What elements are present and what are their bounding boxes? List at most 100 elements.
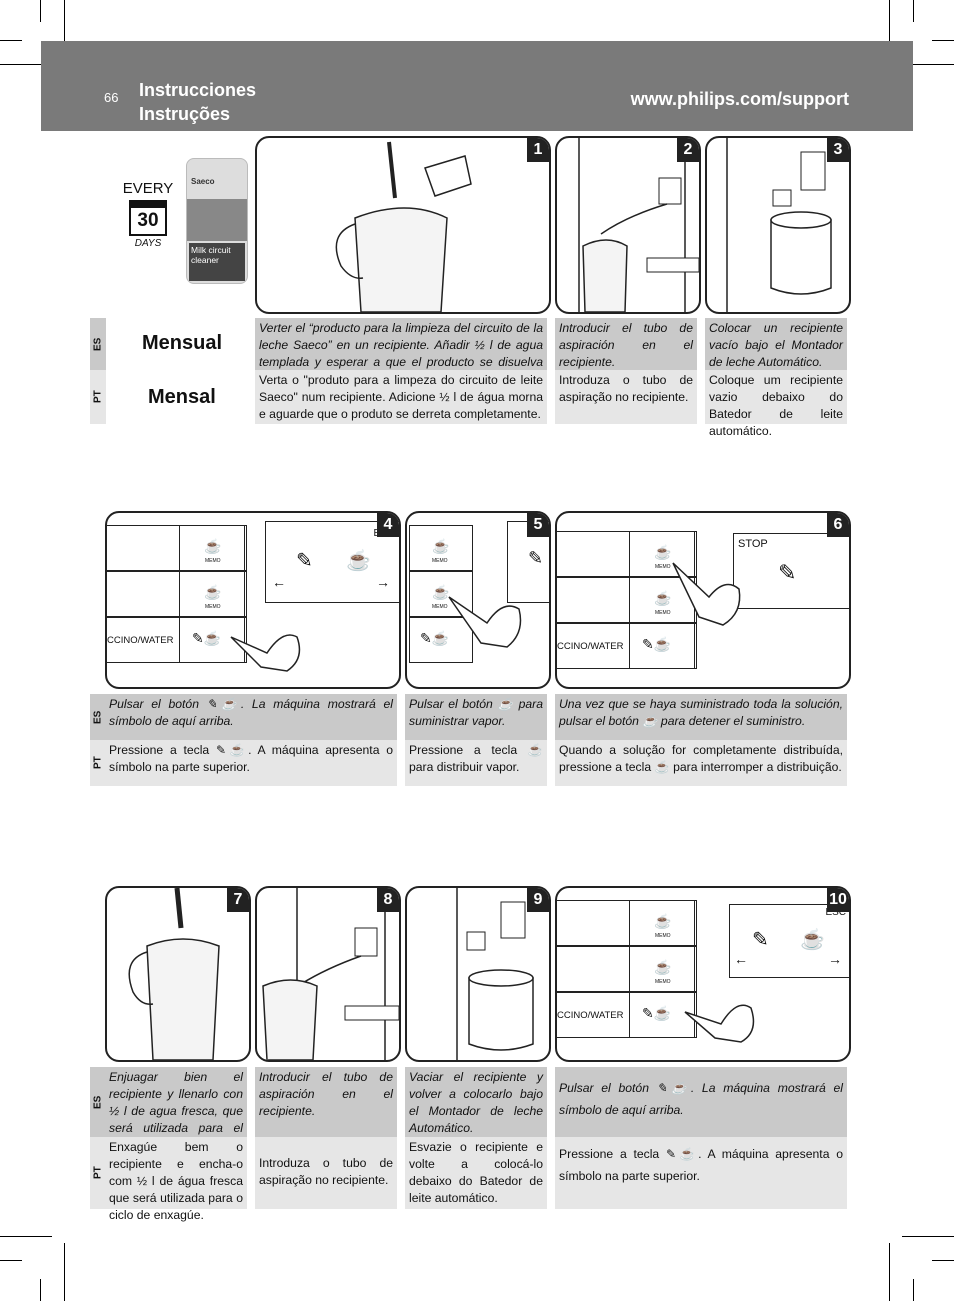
clean-icon: ✎ [296, 550, 313, 572]
container-under-frother-illustration [726, 138, 832, 312]
coffee-memo-button: ☕ MEMO [629, 946, 695, 992]
hand-pressing-icon [230, 634, 301, 672]
step-number: 4 [377, 513, 399, 537]
cleaning-button: ✎☕ [629, 623, 695, 669]
arrow-left-icon: ← [734, 951, 748, 967]
crop-mark [64, 0, 65, 58]
step-8-pt: Introduza o tubo de aspiração no recipie… [255, 1137, 397, 1209]
suction-tube-illustration [262, 888, 399, 1060]
container-under-frother-illustration [456, 888, 534, 1060]
cleaner-product-box: Saeco Milk circuit cleaner [186, 158, 248, 284]
cup-icon: ☕ [654, 590, 672, 606]
coffee-memo-button: ☕ MEMO [409, 525, 473, 571]
step-6-es: Una vez que se haya suministrado toda la… [555, 694, 847, 740]
step-number: 5 [527, 513, 549, 537]
display-screen: STOP ✎ [733, 533, 849, 609]
step-3-pt: Coloque um recipiente vazio debaixo do B… [705, 370, 847, 438]
clean-cup-icon: ✎☕ [656, 1081, 691, 1095]
crop-mark [64, 1243, 65, 1301]
support-url[interactable]: www.philips.com/support [630, 89, 849, 109]
cup-icon: ☕ [204, 538, 222, 554]
step-10-es: Pulsar el botón ✎☕. La máquina mostrará … [555, 1067, 847, 1137]
filling-jug-illustration [128, 888, 220, 1060]
crop-mark [913, 1279, 914, 1301]
step-5-es: Pulsar el botón ☕ para suministrar vapor… [405, 694, 547, 740]
display-screen: ESC ✎ ☕ ← → [729, 904, 849, 978]
step-10-pt: Pressione a tecla ✎☕. A máquina apresent… [555, 1137, 847, 1209]
crop-mark [902, 1236, 954, 1237]
cup-icon: ☕ [654, 959, 672, 975]
step-7-pt: Enxagúe bem o recipiente e encha-o com ½… [105, 1137, 247, 1222]
cup-memo-icon: ☕ [654, 760, 670, 774]
clean-cup-icon: ✎☕ [206, 697, 241, 711]
cup-icon: ☕ [654, 913, 672, 929]
crop-mark [889, 0, 890, 58]
hand-pressing-icon [684, 1004, 755, 1043]
title-es: Instrucciones [139, 80, 257, 100]
hand-pressing-icon [448, 596, 522, 648]
lang-pt: PT [90, 1137, 106, 1209]
step-4-pt: Pressione a tecla ✎☕. A máquina apresent… [105, 740, 397, 786]
cleaning-button: ✎☕ [409, 617, 473, 663]
step-7-image: 7 [105, 886, 251, 1062]
step-8-es: Introducir el tubo de aspiración en el r… [255, 1067, 397, 1137]
frequency-pt: Mensal [148, 386, 216, 408]
cup-icon: ☕ [654, 544, 672, 560]
page-title: Instrucciones Instruções [139, 78, 256, 126]
crop-mark [902, 64, 954, 65]
step-10-image: ☕ MEMO ☕ MEMO CCINO/WATER ✎☕ ESC ✎ ☕ ← →… [555, 886, 851, 1062]
days-number: 30 [137, 210, 159, 231]
cleaning-button: ✎☕ [629, 992, 695, 1038]
lang-es: ES [90, 318, 106, 370]
cup-memo-icon: ☕ [642, 714, 658, 728]
step-number: 8 [377, 888, 399, 912]
step-1-es: Verter el “producto para la limpieza del… [255, 318, 547, 386]
clean-icon: ✎ [778, 560, 797, 585]
lang-pt: PT [90, 370, 106, 424]
cappuccino-water-label: CCINO/WATER [107, 635, 174, 646]
coffee-memo-button: ☕ MEMO [629, 531, 695, 577]
step-number: 3 [827, 138, 849, 162]
step-number: 2 [677, 138, 699, 162]
step-3-image: 3 [705, 136, 851, 314]
step-9-image: 9 [405, 886, 551, 1062]
step-2-pt: Introduza o tubo de aspiração no recipie… [555, 370, 697, 424]
steam-cup-icon: ☕ [346, 550, 371, 572]
days-label: DAYS [134, 238, 162, 249]
clean-cup-icon: ✎☕ [642, 636, 672, 652]
step-4-es: Pulsar el botón ✎☕. La máquina mostrará … [105, 694, 397, 740]
clean-icon: ✎ [528, 548, 544, 568]
crop-mark [913, 0, 914, 22]
product-name: Milk circuit cleaner [189, 243, 245, 281]
step-2-es: Introducir el tubo de aspiración en el r… [555, 318, 697, 370]
cup-memo-icon: ☕ [497, 697, 514, 711]
step-6-pt: Quando a solução for completamente distr… [555, 740, 847, 786]
step-8-image: 8 [255, 886, 401, 1062]
step-number: 9 [527, 888, 549, 912]
cup-icon: ☕ [432, 538, 450, 554]
crop-mark [932, 1260, 954, 1261]
crop-mark [0, 1260, 22, 1261]
lang-es: ES [90, 694, 106, 740]
cappuccino-water-label: CCINO/WATER [557, 641, 624, 652]
every-label: EVERY [122, 180, 174, 197]
step-number: 7 [227, 888, 249, 912]
step-7-es: Enjuagar bien el recipiente y llenarlo c… [105, 1067, 247, 1152]
page-number: 66 [104, 90, 119, 105]
cup-icon: ☕ [204, 584, 222, 600]
crop-mark [0, 40, 22, 41]
crop-mark [0, 64, 52, 65]
step-number: 1 [527, 138, 549, 162]
crop-mark [40, 0, 41, 22]
stop-label: STOP [738, 538, 768, 550]
cappuccino-water-label: CCINO/WATER [557, 1010, 624, 1021]
clean-icon: ✎ [752, 929, 769, 951]
arrow-left-icon: ← [272, 574, 286, 590]
crop-mark [932, 40, 954, 41]
suction-tube-illustration [578, 138, 699, 312]
coffee-memo-button: ☕ MEMO [179, 571, 245, 617]
lang-pt: PT [90, 740, 106, 786]
pouring-jug-illustration [335, 141, 472, 312]
lang-es: ES [90, 1067, 106, 1137]
step-5-pt: Pressione a tecla ☕ para distribuir vapo… [405, 740, 547, 786]
